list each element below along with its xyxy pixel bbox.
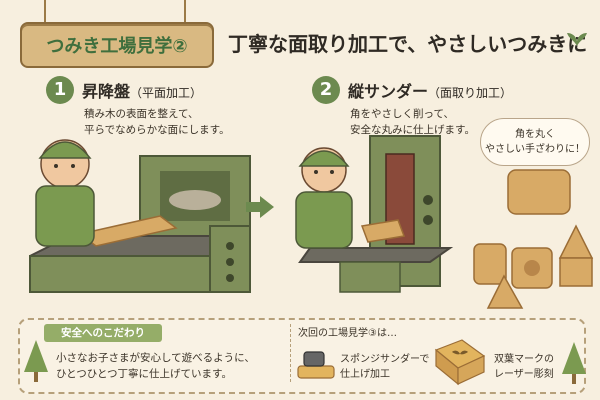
step-1-number: 1 [46,76,74,104]
title-sign: つみき工場見学② [20,22,214,68]
step-1-desc: 積み木の表面を整えて、 平らでなめらかな面にします。 [84,106,230,138]
sponge-sander-icon [297,351,335,379]
step-2-title-main: 縦サンダー [348,82,429,101]
step-2-desc-line1: 角をやさしく削って、 [350,108,454,120]
tree-left-icon [24,340,48,382]
bottom-divider [290,324,292,382]
next-item-1-line1: スポンジサンダーで [340,354,430,365]
step-2-title: 縦サンダー（面取り加工） [348,78,512,102]
step-1-title: 昇降盤（平面加工） [82,78,202,102]
step-2-desc-line2: 安全な丸みに仕上げます。 [350,124,475,136]
next-title: 次回の工場見学③は… [298,328,397,339]
step-1-illustration [29,139,251,293]
safety-text-line2: ひとつひとつ丁寧に仕上げています。 [56,368,232,380]
next-item-2-line2: レーザー彫刻 [494,369,554,380]
step-1-title-main: 昇降盤 [82,82,131,101]
step-1-desc-line2: 平らでなめらかな面にします。 [84,124,230,136]
arrow-right-icon [246,196,274,218]
safety-text: 小さなお子さまが安心して遊べるように、 ひとつひとつ丁寧に仕上げています。 [56,350,255,382]
wooden-blocks [473,169,594,309]
next-item-2: 双葉マークの レーザー彫刻 [494,350,554,380]
next-item-2-line1: 双葉マークの [494,354,554,365]
speech-bubble: 角を丸く やさしい手ざわりに！ [480,118,590,166]
next-item-1: スポンジサンダーで 仕上げ加工 [340,350,429,380]
safety-text-line1: 小さなお子さまが安心して遊べるように、 [56,352,255,364]
step-2-number: 2 [312,76,340,104]
leaf-icon [567,33,587,46]
sign-rope-right [184,0,186,24]
bubble-line1: 角を丸く [515,129,555,140]
step-2-illustration [295,135,454,293]
headline: 丁寧な面取り加工で、やさしいつみきに [228,32,588,56]
step-2-desc: 角をやさしく削って、 安全な丸みに仕上げます。 [350,106,475,138]
next-item-1-line2: 仕上げ加工 [340,369,390,380]
sign-title: つみき工場見学② [46,36,188,57]
bubble-line2: やさしい手ざわりに！ [485,144,585,155]
step-1-desc-line1: 積み木の表面を整えて、 [84,108,199,120]
sign-rope-left [44,0,46,24]
engraved-block-icon [434,339,486,386]
step-1-title-sub: （平面加工） [130,86,203,100]
safety-tag: 安全へのこだわり [44,324,162,342]
step-2-title-sub: （面取り加工） [428,86,513,100]
tree-right-icon [562,342,586,384]
